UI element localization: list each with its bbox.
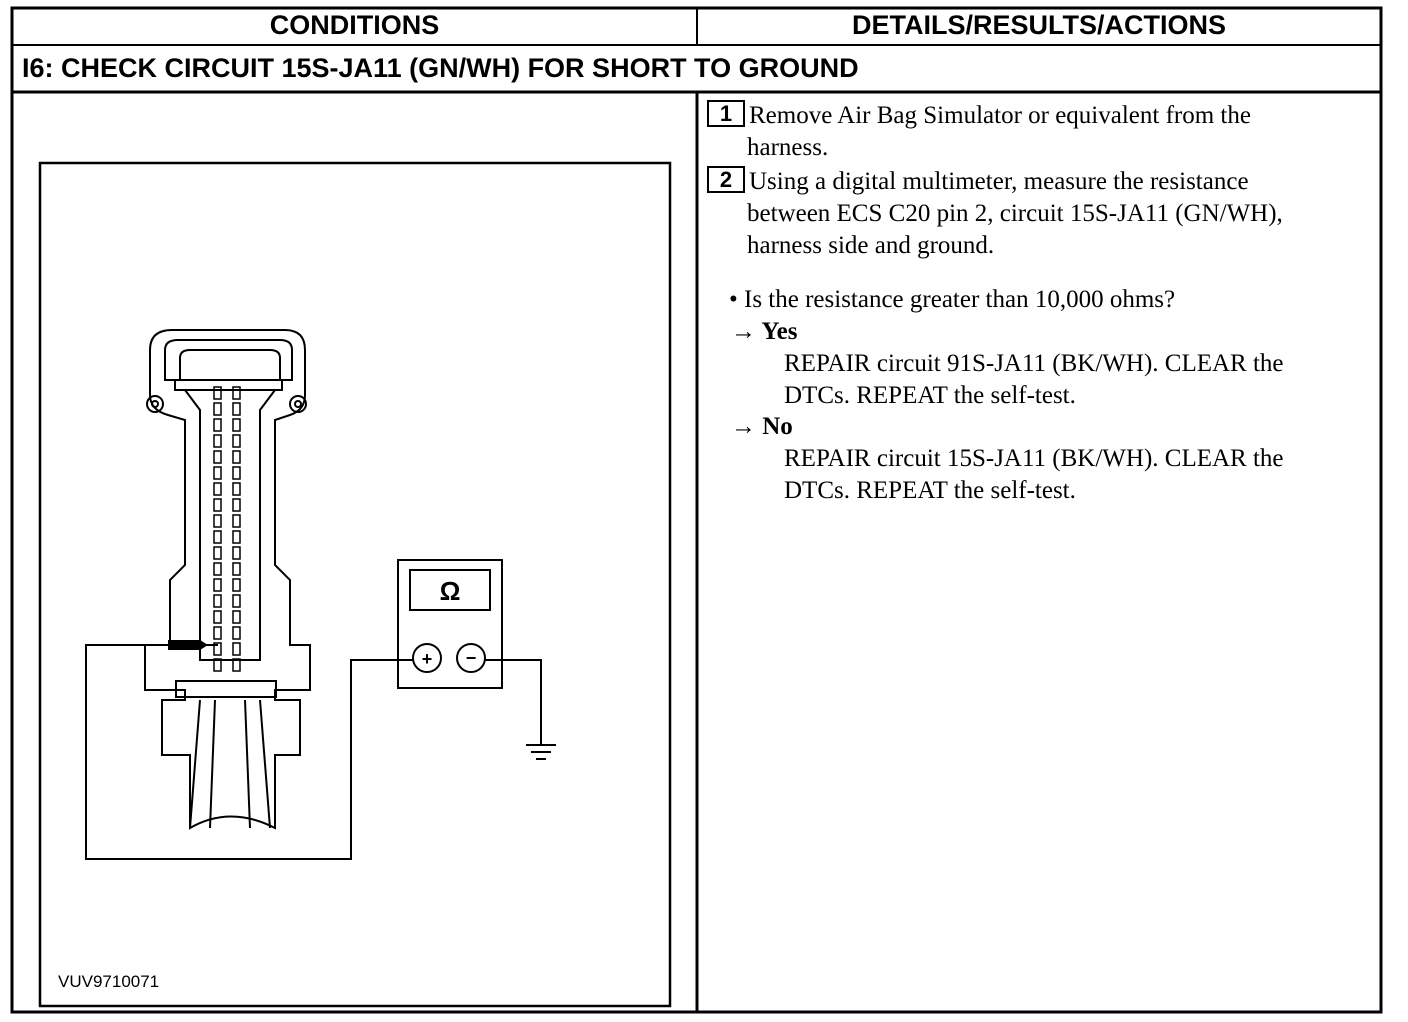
pin-cavity: [232, 578, 241, 592]
pin-cavity: [213, 434, 222, 448]
pin-cavity: [232, 642, 241, 656]
step-2-line-3: harness side and ground.: [747, 232, 995, 259]
pin-cavity: [213, 578, 222, 592]
pin-cavity: [213, 626, 222, 640]
step-2-line-2: between ECS C20 pin 2, circuit 15S-JA11 …: [747, 200, 1283, 227]
result-yes-line-2: DTCs. REPEAT the self-test.: [784, 382, 1076, 409]
section-title: I6: CHECK CIRCUIT 15S-JA11 (GN/WH) FOR S…: [22, 53, 859, 83]
multimeter-connector-diagram-icon: Ω + −: [38, 161, 672, 1008]
pin-cavity: [213, 402, 222, 416]
pin-cavity: [213, 466, 222, 480]
pin-cavity: [213, 594, 222, 608]
result-yes-action: REPAIR circuit 91S-JA11 (BK/WH). CLEAR t…: [784, 348, 1284, 412]
result-no-label: → No: [731, 413, 793, 440]
plus-terminal-label: +: [422, 649, 433, 669]
pin-cavity: [213, 450, 222, 464]
result-no-line-2: DTCs. REPEAT the self-test.: [784, 477, 1076, 504]
pin-cavity: [232, 386, 241, 400]
step-1-line-1: Remove Air Bag Simulator or equivalent f…: [749, 102, 1251, 129]
pin-cavity: [232, 594, 241, 608]
result-no-line-1: REPAIR circuit 15S-JA11 (BK/WH). CLEAR t…: [784, 445, 1284, 472]
pin-cavity: [232, 482, 241, 496]
pin-cavity: [232, 450, 241, 464]
step-1-line-2: harness.: [747, 134, 829, 161]
figure-caption: VUV9710071: [58, 972, 160, 991]
result-yes-line-1: REPAIR circuit 91S-JA11 (BK/WH). CLEAR t…: [784, 350, 1284, 377]
conditions-header: CONDITIONS: [269, 10, 440, 40]
pin-cavity: [213, 610, 222, 624]
result-yes-label: → Yes: [731, 318, 798, 345]
pin-cavity: [232, 562, 241, 576]
pin-cavity: [232, 498, 241, 512]
pin-cavity: [213, 418, 222, 432]
pin-cavity: [232, 514, 241, 528]
pin-cavity: [232, 658, 241, 672]
ohm-symbol: Ω: [440, 576, 461, 606]
result-no-action: REPAIR circuit 15S-JA11 (BK/WH). CLEAR t…: [784, 443, 1284, 507]
pin-cavity: [232, 546, 241, 560]
pin-cavity: [213, 386, 222, 400]
pin-cavity: [213, 658, 222, 672]
pin-cavity: [232, 610, 241, 624]
step-2-line-1: Using a digital multimeter, measure the …: [749, 168, 1249, 195]
pin-cavity: [232, 402, 241, 416]
pin-cavity: [213, 530, 222, 544]
pin-cavity: [232, 434, 241, 448]
pin-cavity: [213, 514, 222, 528]
pin-cavity: [213, 562, 222, 576]
pin-cavity: [213, 642, 222, 656]
step-number-1: 1: [707, 100, 745, 127]
minus-terminal-label: −: [466, 648, 477, 668]
pin-cavity: [213, 546, 222, 560]
pin-cavity: [213, 498, 222, 512]
details-header: DETAILS/RESULTS/ACTIONS: [851, 10, 1226, 40]
step-number-2: 2: [707, 166, 745, 193]
pin-cavity: [232, 530, 241, 544]
pin-cavity: [232, 418, 241, 432]
pin-cavity: [232, 626, 241, 640]
resistance-question: • Is the resistance greater than 10,000 …: [729, 286, 1176, 313]
pin-cavity: [213, 482, 222, 496]
pin-cavity: [232, 466, 241, 480]
